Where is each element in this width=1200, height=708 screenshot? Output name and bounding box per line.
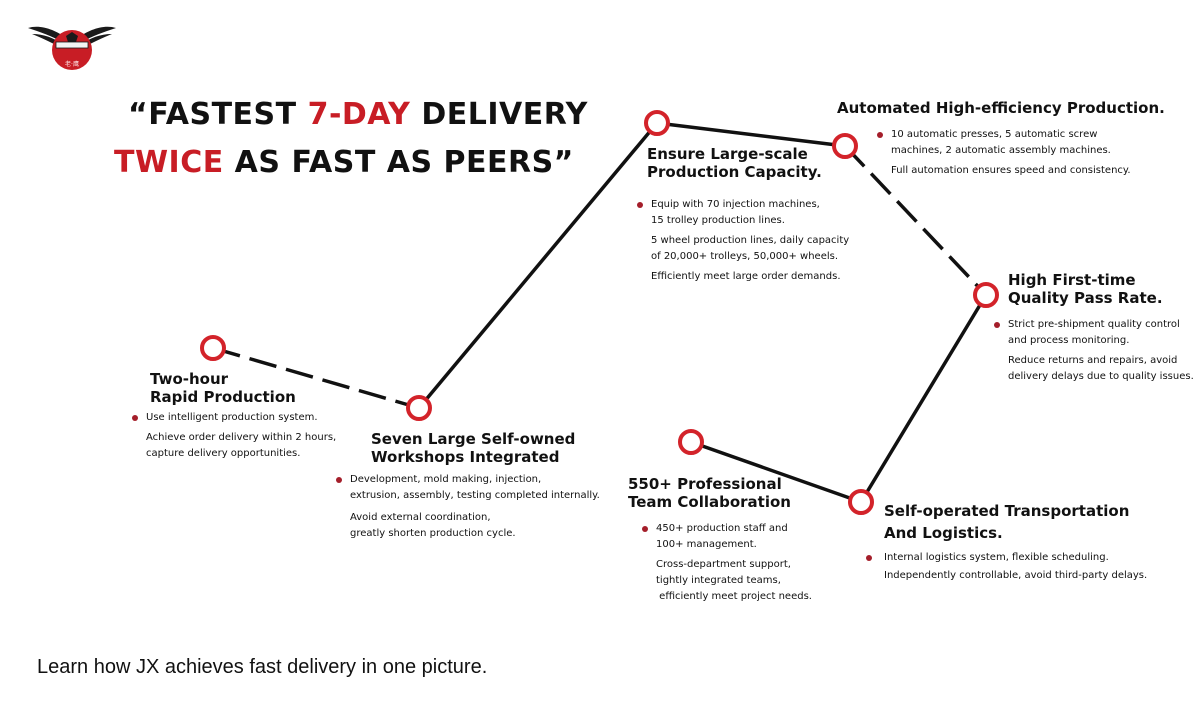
node-marker-4 [832,133,858,159]
node-self-owned-workshops: Seven Large Self-owned Workshops Integra… [336,430,631,542]
node-marker-6 [848,489,874,515]
node-bullet: Internal logistics system, flexible sche… [866,550,1184,566]
connector-4-5 [843,144,988,297]
node-text: Efficiently meet large order demands. [651,271,841,282]
eagle-emblem-icon: 老·鹰 [28,26,116,70]
node-text: 5 wheel production lines, daily capacity… [651,235,850,262]
node-title: Two-hour Rapid Production [150,370,296,406]
caption: Learn how JX achieves fast delivery in o… [37,656,488,678]
node-title: Automated High-efficiency Production. [837,99,1165,117]
bullet-dot [994,322,1000,328]
node-text: Achieve order delivery within 2 hours, c… [146,432,337,459]
node-bullet: 10 automatic presses, 5 automatic screw … [877,127,1157,159]
bullet-dot [866,555,872,561]
node-bullet: Use intelligent production system. [132,410,370,426]
node-bullet: Strict pre-shipment quality control and … [994,317,1193,349]
node-title: Self-operated Transportation And Logisti… [884,502,1130,542]
connector-6-7 [690,440,862,504]
bullet-dot [132,415,138,421]
connector-5-6 [859,294,988,503]
node-bullet: Equip with 70 injection machines, 15 tro… [637,197,867,229]
node-marker-3 [644,110,670,136]
brand-logo: 老·鹰 [26,22,118,74]
headline-line-1: “FASTEST 7-DAY DELIVERY [128,100,588,130]
node-quality-pass-rate: High First-time Quality Pass Rate. Stric… [994,271,1194,385]
node-text: Independently controllable, avoid third-… [884,570,1148,581]
connector-2-3 [417,121,659,410]
node-title: High First-time Quality Pass Rate. [1008,271,1163,307]
headline-line1-post: DELIVERY [410,97,588,132]
node-title: 550+ Professional Team Collaboration [628,475,791,511]
headline-line1-pre: “FASTEST [128,97,308,132]
connector-3-4 [656,121,846,148]
bullet-dot [642,526,648,532]
headline-line-2: TWICE AS FAST AS PEERS” [114,148,588,178]
node-team-collaboration: 550+ Professional Team Collaboration 450… [628,475,848,605]
node-title: Ensure Large-scale Production Capacity. [647,145,822,181]
node-marker-7 [678,429,704,455]
connector-1-2 [212,346,420,410]
node-automated-production: Automated High-efficiency Production. 10… [837,99,1165,179]
bullet-dot [336,477,342,483]
headline-line1-accent: 7-DAY [307,97,411,132]
headline: “FASTEST 7-DAY DELIVERY TWICE AS FAST AS… [114,100,588,178]
bullet-dot [637,202,643,208]
node-text: Cross-department support, tightly integr… [656,559,812,602]
node-text: Full automation ensures speed and consis… [891,165,1131,176]
node-transportation-logistics: Self-operated Transportation And Logisti… [866,500,1184,584]
headline-line2-post: AS FAST AS PEERS” [223,145,574,180]
node-text: Avoid external coordination, greatly sho… [350,512,516,539]
node-text: Reduce returns and repairs, avoid delive… [1008,355,1194,382]
headline-line2-accent: TWICE [114,145,224,180]
node-bullet: 450+ production staff and 100+ managemen… [642,521,848,553]
node-bullet: Development, mold making, injection, ext… [336,472,631,504]
node-marker-2 [406,395,432,421]
bullet-dot [877,132,883,138]
logo-text: 老·鹰 [65,60,79,68]
node-title: Seven Large Self-owned Workshops Integra… [371,430,576,466]
node-marker-1 [200,335,226,361]
node-two-hour-production: Two-hour Rapid Production Use intelligen… [132,370,370,462]
node-production-capacity: Ensure Large-scale Production Capacity. … [637,145,867,285]
node-marker-5 [973,282,999,308]
